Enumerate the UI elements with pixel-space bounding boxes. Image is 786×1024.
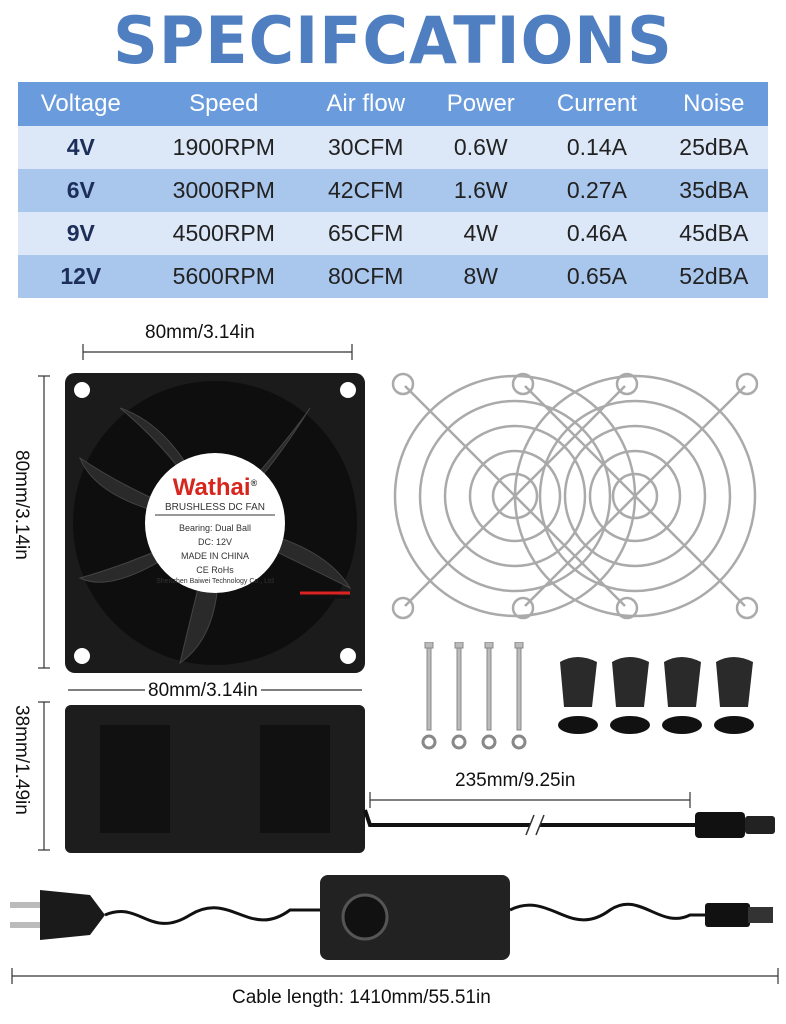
screws-image (421, 642, 527, 750)
table-cell: 25dBA (659, 126, 768, 169)
table-cell: 0.65A (534, 255, 660, 298)
table-cell: 42CFM (304, 169, 428, 212)
table-cell: 35dBA (659, 169, 768, 212)
table-cell: 80CFM (304, 255, 428, 298)
table-cell: 0.27A (534, 169, 660, 212)
fan-side-image (65, 705, 775, 853)
table-cell: 0.46A (534, 212, 660, 255)
fan-width-bottom-label: 80mm/3.14in (145, 680, 261, 702)
table-cell: 0.14A (534, 126, 660, 169)
fan-label: Wathai® BRUSHLESS DC FAN Bearing: Dual B… (155, 470, 275, 587)
spec-table: Voltage Speed Air flow Power Current Noi… (18, 82, 768, 298)
fan-width-label: 80mm/3.14in (145, 322, 255, 343)
table-cell: 65CFM (304, 212, 428, 255)
fan-bearing: Bearing: Dual Ball (178, 523, 252, 533)
table-cell: 8W (427, 255, 535, 298)
col-header: Power (427, 82, 535, 126)
rubber-feet-image (558, 657, 754, 734)
table-cell: 4V (18, 126, 144, 169)
col-header: Current (534, 82, 660, 126)
registered-mark: ® (250, 478, 258, 488)
table-cell: 4500RPM (143, 212, 305, 255)
adapter-cable-length-label: Cable length: 1410mm/55.51in (232, 987, 491, 1008)
fan-front-image (65, 373, 365, 673)
table-cell: 30CFM (304, 126, 428, 169)
table-cell: 1900RPM (143, 126, 305, 169)
table-cell: 6V (18, 169, 144, 212)
col-header: Voltage (18, 82, 144, 126)
fan-cable-length-label: 235mm/9.25in (455, 770, 576, 791)
table-cell: 3000RPM (143, 169, 305, 212)
fan-grill-image (391, 372, 759, 620)
table-cell: 4W (427, 212, 535, 255)
fan-cert: CE RoHs (196, 565, 234, 575)
table-cell: 45dBA (659, 212, 768, 255)
table-cell: 12V (18, 255, 144, 298)
table-cell: 0.6W (427, 126, 535, 169)
brand-name: Wathai (172, 474, 251, 501)
fan-origin: MADE IN CHINA (180, 551, 249, 561)
table-cell: 1.6W (427, 169, 535, 212)
power-adapter-image (10, 875, 773, 960)
page-title: SPECIFCATIONS (113, 2, 673, 79)
fan-maker: Shenzhen Baiwei Technology Co., Ltd (156, 578, 274, 585)
fan-height-label: 80mm/3.14in (11, 450, 32, 560)
col-header: Noise (659, 82, 768, 126)
dimension-lines (11, 344, 779, 984)
fan-type: BRUSHLESS DC FAN (164, 502, 266, 513)
table-cell: 9V (18, 212, 144, 255)
table-cell: 5600RPM (143, 255, 305, 298)
fan-voltage: DC: 12V (197, 537, 232, 547)
col-header: Speed (143, 82, 305, 126)
fan-depth-label: 38mm/1.49in (11, 705, 32, 815)
table-header-row: Voltage Speed Air flow Power Current Noi… (18, 82, 768, 126)
table-cell: 52dBA (659, 255, 768, 298)
col-header: Air flow (304, 82, 428, 126)
